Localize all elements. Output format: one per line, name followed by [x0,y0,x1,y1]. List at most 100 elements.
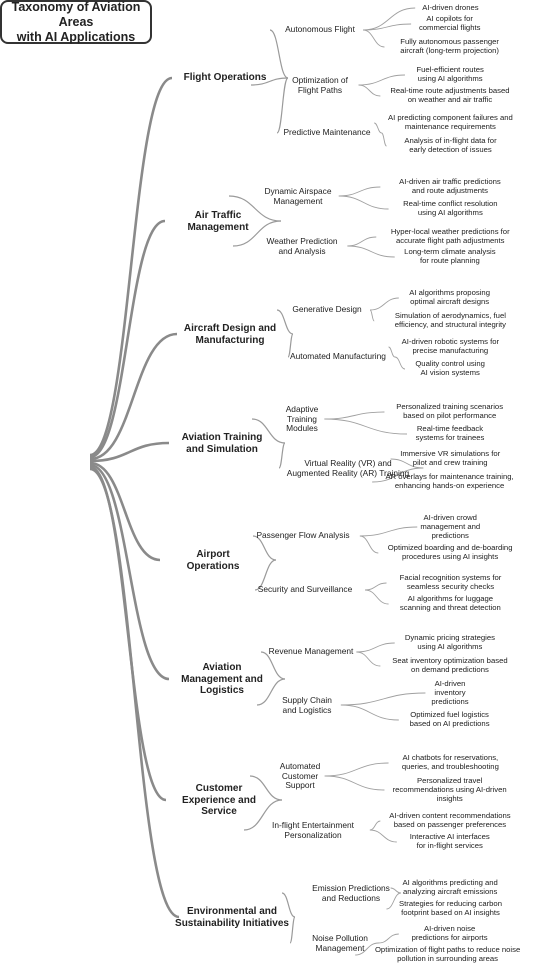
branch-category-to-subcategory [281,892,296,918]
subcategory-label: Noise Pollution Management [312,933,368,953]
root-node-title: Taxonomy of Aviation Areas with AI Appli… [0,0,152,44]
branch-subcategory-to-leaf [338,195,389,210]
leaf-label: Fuel-efficient routes using AI algorithm… [416,65,484,83]
branch-subcategory-to-leaf [340,704,399,721]
branch-subcategory-to-leaf [363,23,412,31]
leaf-label: Real-time conflict resolution using AI a… [403,199,498,217]
leaf-label: AI-driven crowd management and predictio… [420,513,481,540]
branch-category-to-subcategory [254,559,277,591]
subcategory-label: In-flight Entertainment Personalization [272,820,354,840]
leaf-label: AI predicting component failures and mai… [388,113,513,131]
leaf-label: Personalized training scenarios based on… [396,402,504,420]
branch-subcategory-to-leaf [358,74,405,86]
branch-root-to-category [89,467,180,919]
leaf-label: AI chatbots for reservations, queries, a… [401,753,499,771]
category-label: Aviation Training and Simulation [181,432,263,455]
branch-category-to-subcategory [232,220,282,247]
leaf-label: Optimized boarding and de-boarding proce… [387,543,513,561]
leaf-label: Interactive AI interfaces for in-flight … [409,832,490,850]
branch-category-to-subcategory [252,535,277,561]
branch-subcategory-to-leaf [356,651,381,667]
branch-subcategory-to-leaf [388,346,396,358]
branch-subcategory-to-leaf [369,829,397,843]
leaf-label: Optimization of flight paths to reduce n… [374,945,521,963]
category-label: Airport Operations [186,549,240,572]
subcategory-label: Revenue Management [268,646,354,656]
subcategory-label: Autonomous Flight [285,24,355,34]
leaf-label: AI algorithms for luggage scanning and t… [399,594,501,612]
leaf-label: AI-driven noise predictions for airports [411,924,488,942]
subcategory-label: Automated Manufacturing [290,351,386,361]
branch-subcategory-to-leaf [355,942,379,956]
branch-category-to-subcategory [269,29,289,79]
category-label: Customer Experience and Service [182,783,256,817]
category-label: Aircraft Design and Manufacturing [183,323,277,346]
branch-subcategory-to-leaf [370,297,399,311]
branch-root-to-category [89,463,170,681]
branch-subcategory-to-leaf [347,245,395,258]
leaf-label: AI-driven air traffic predictions and ro… [399,177,501,195]
leaf-label: Real-time feedback systems for trainees [415,424,485,442]
category-label: Flight Operations [183,72,267,83]
branch-subcategory-to-leaf [363,29,385,48]
branch-subcategory-to-leaf [394,356,406,370]
branch-subcategory-to-leaf [372,467,424,483]
leaf-label: AI-driven drones [422,3,479,12]
category-label: Aviation Management and Logistics [181,662,263,696]
branch-category-to-subcategory [249,775,283,801]
leaf-label: Fully autonomous passenger aircraft (lon… [400,37,499,55]
subcategory-label: Emission Predictions and Reductions [312,883,390,903]
branch-root-to-category [89,441,170,463]
branch-category-to-subcategory [243,799,283,831]
subcategory-label: Adaptive Training Modules [285,404,319,434]
subcategory-label: Predictive Maintenance [283,127,371,137]
subcategory-label: Generative Design [292,304,362,314]
branch-root-to-category [89,219,166,459]
branch-category-to-subcategory [276,77,289,134]
leaf-label: Long-term climate analysis for route pla… [404,247,496,265]
leaf-label: Hyper-local weather predictions for accu… [390,227,510,245]
branch-subcategory-to-leaf [324,762,389,777]
subcategory-label: Virtual Reality (VR) and Augmented Reali… [286,458,410,478]
leaf-label: Simulation of aerodynamics, fuel efficie… [394,311,507,329]
leaf-label: Optimized fuel logistics based on AI pre… [409,710,490,728]
branch-subcategory-to-leaf [374,122,382,134]
branch-category-to-subcategory [256,678,286,706]
branch-category-to-subcategory [287,333,294,358]
leaf-label: Analysis of in-flight data for early det… [404,136,497,154]
leaf-label: Personalized travel recommendations usin… [392,776,507,803]
branch-subcategory-to-leaf [358,84,381,97]
leaf-label: AI-driven content recommendations based … [389,811,511,829]
branch-category-to-subcategory [278,442,286,469]
branch-subcategory-to-leaf [340,692,426,706]
leaf-label: AI copilots for commercial flights [418,14,481,32]
leaf-label: Seat inventory optimization based on dem… [392,656,508,674]
leaf-label: Facial recognition systems for seamless … [399,573,502,591]
branch-subcategory-to-leaf [359,526,418,537]
leaf-label: AR overlays for maintenance training, en… [385,472,514,490]
leaf-label: AI-driven robotic systems for precise ma… [401,337,500,355]
branch-category-to-subcategory [260,651,286,680]
branch-root-to-category [89,461,161,562]
leaf-label: Strategies for reducing carbon footprint… [399,899,502,917]
branch-subcategory-to-leaf [359,535,379,554]
subcategory-label: Security and Surveillance [257,584,353,594]
subcategory-label: Optimization of Flight Paths [292,75,348,95]
subcategory-label: Supply Chain and Logistics [282,695,332,715]
branch-subcategory-to-leaf [324,775,385,791]
leaf-label: Real-time route adjustments based on wea… [390,86,510,104]
branch-subcategory-to-leaf [324,418,408,435]
branch-root-to-category [89,332,178,461]
branch-category-to-subcategory [276,309,294,335]
branch-category-to-subcategory [228,195,282,222]
leaf-label: AI-driven inventory predictions [431,679,469,706]
leaf-label: Quality control using AI vision systems [415,359,485,377]
leaf-label: Dynamic pricing strategies using AI algo… [404,633,495,651]
leaf-label: AI algorithms proposing optimal aircraft… [409,288,490,306]
branch-subcategory-to-leaf [378,933,399,944]
subcategory-label: Passenger Flow Analysis [256,530,350,540]
leaf-label: AI algorithms predicting and analyzing a… [402,878,498,896]
branch-root-to-category [89,76,173,457]
branch-category-to-subcategory [289,916,296,944]
